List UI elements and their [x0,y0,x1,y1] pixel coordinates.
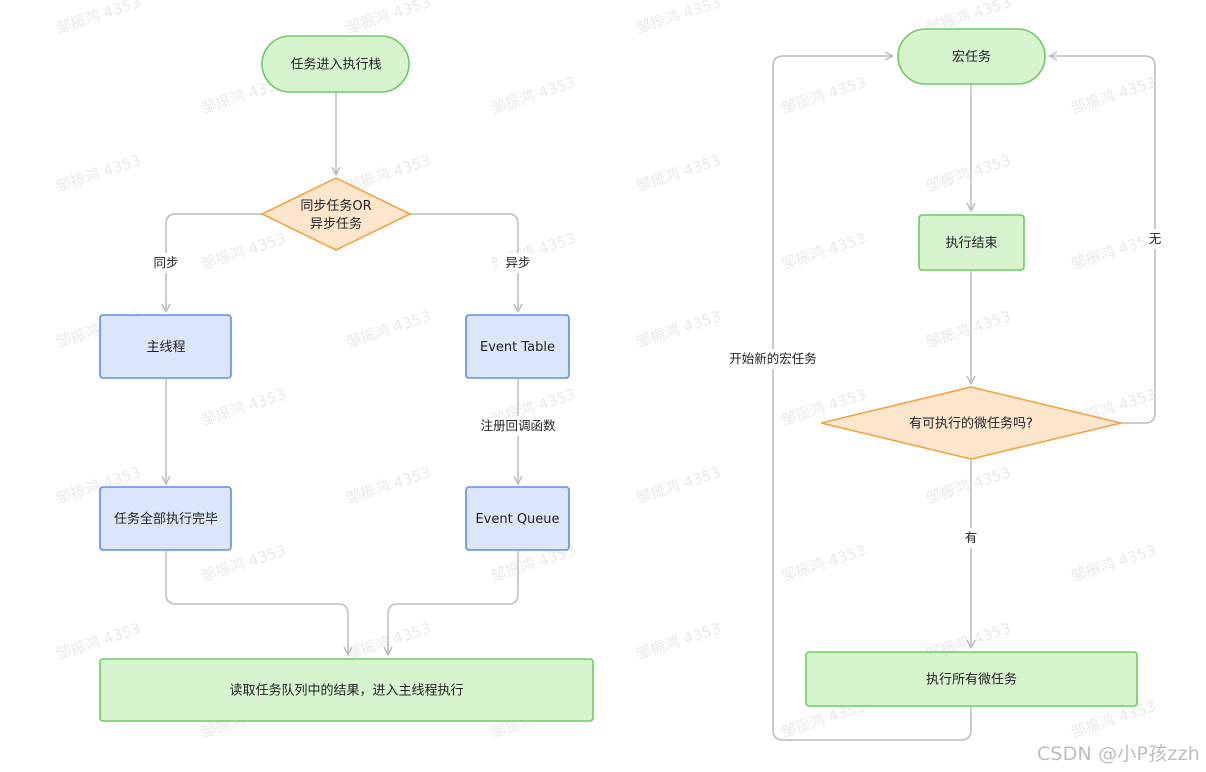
node-read-queue[interactable]: 读取任务队列中的结果，进入主线程执行 [99,658,594,722]
edge-all-done-to-read-queue [165,551,353,656]
watermark-text: 邹振鸿 4353 [1069,541,1158,585]
watermark-text: 邹振鸿 4353 [634,619,723,663]
node-exec-end[interactable]: 执行结束 [918,214,1025,271]
watermark-text: 邹振鸿 4353 [54,619,143,663]
watermark-text: 邹振鸿 4353 [1069,229,1158,273]
watermark-text: 邹振鸿 4353 [779,73,868,117]
watermark-text: 邹振鸿 4353 [924,307,1013,351]
sync-label: 同步 [153,255,178,270]
left-flow-edges [161,92,523,656]
watermark-text: 邹振鸿 4353 [634,0,723,37]
yes-label-bg [961,528,981,548]
yes-label: 有 [965,530,978,545]
source-credit: CSDN @小P孩zzh [1036,743,1200,765]
watermark-text: 邹振鸿 4353 [489,73,578,117]
watermark-text: 邹振鸿 4353 [54,0,143,37]
watermark-text: 邹振鸿 4353 [344,463,433,507]
new-macro-label: 开始新的宏任务 [729,351,817,366]
register-callback-label: 注册回调函数 [480,418,556,433]
watermark-text: 邹振鸿 4353 [1069,73,1158,117]
node-run-all-micro[interactable]: 执行所有微任务 [805,651,1138,707]
node-all-tasks-done[interactable]: 任务全部执行完毕 [99,486,232,551]
async-label-bg [498,253,538,273]
decision-line-1: 同步任务OR [300,198,371,214]
watermark-text: 邹振鸿 4353 [924,151,1013,195]
watermark-text: 邹振鸿 4353 [779,229,868,273]
macro-task-label: 宏任务 [952,49,991,65]
node-start[interactable]: 任务进入执行栈 [261,35,410,93]
edge-decision-to-event-table [410,213,523,313]
main-thread-label: 主线程 [146,340,185,355]
exec-end-label: 执行结束 [945,236,997,251]
event-queue-label: Event Queue [475,512,559,527]
node-main-thread[interactable]: 主线程 [99,314,232,379]
node-micro-task-decision[interactable]: 有可执行的微任务吗? [820,386,1122,460]
watermark-text: 邹振鸿 4353 [779,541,868,585]
register-label-bg [476,416,560,436]
watermark-text: 邹振鸿 4353 [634,463,723,507]
watermark-text: 邹振鸿 4353 [634,151,723,195]
none-label: 无 [1149,231,1162,246]
read-queue-label: 读取任务队列中的结果，进入主线程执行 [229,683,463,699]
edge-event-queue-to-read-queue [383,551,519,656]
watermark-text: 邹振鸿 4353 [199,385,288,429]
edge-run-micro-to-new-macro [772,51,972,741]
new-macro-label-bg [726,349,820,369]
watermark-text: 邹振鸿 4353 [344,307,433,351]
watermark-text: 邹振鸿 4353 [54,151,143,195]
run-micro-label: 执行所有微任务 [926,672,1017,688]
watermark-text: 邹振鸿 4353 [924,463,1013,507]
node-event-queue[interactable]: Event Queue [465,486,570,551]
edge-decision-to-main-thread [161,213,262,313]
sync-label-bg [146,253,186,273]
node-sync-async-decision[interactable]: 同步任务OR 异步任务 [260,177,412,251]
decision-line-2: 异步任务 [310,216,362,232]
start-label: 任务进入执行栈 [290,57,381,73]
node-event-table[interactable]: Event Table [465,314,570,379]
watermark-text: 邹振鸿 4353 [634,307,723,351]
node-macro-task[interactable]: 宏任务 [897,28,1046,85]
micro-decision-label: 有可执行的微任务吗? [909,416,1033,432]
async-label: 异步 [505,255,530,270]
none-label-bg [1145,229,1165,249]
all-done-label: 任务全部执行完毕 [114,511,218,527]
watermark-text: 邹振鸿 4353 [344,0,433,37]
watermark-text: 邹振鸿 4353 [199,229,288,273]
event-table-label: Event Table [480,340,555,355]
